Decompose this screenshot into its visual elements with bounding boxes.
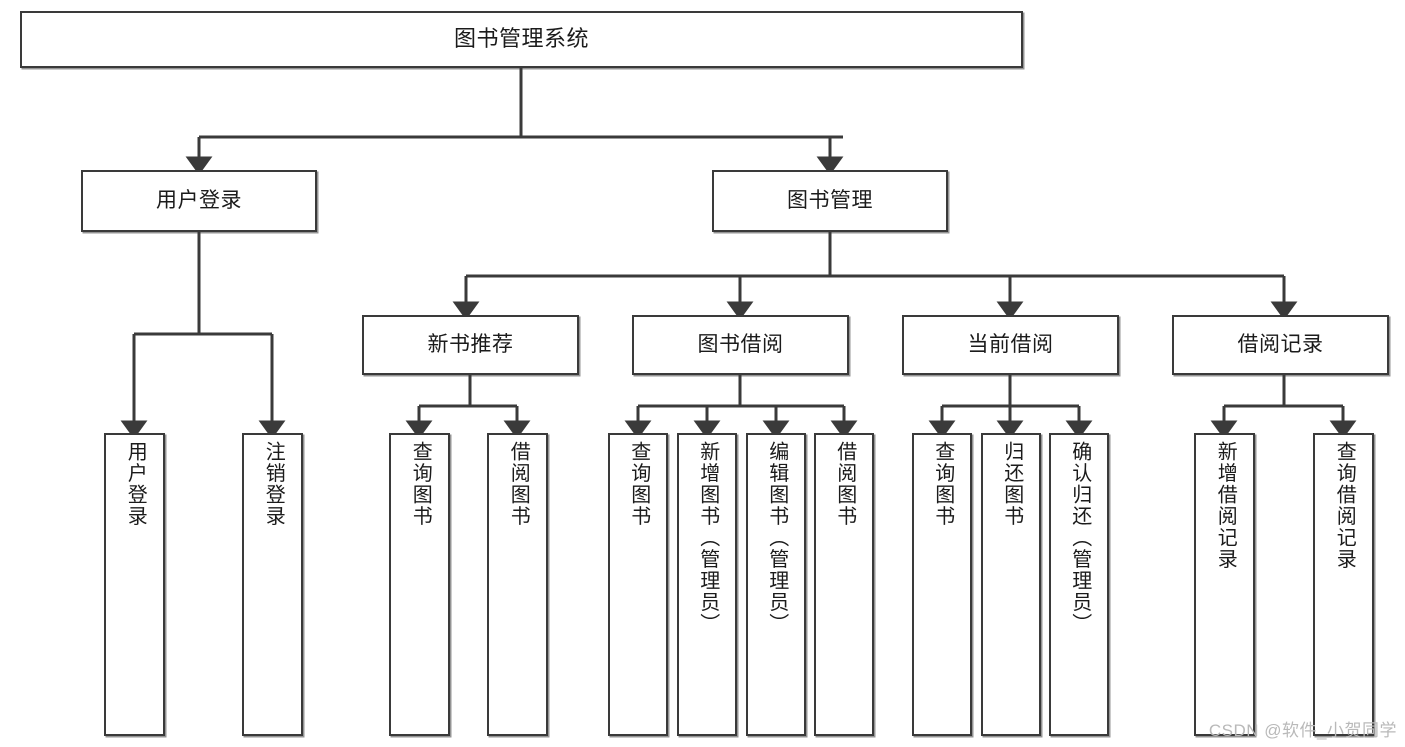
node-label: 新增图书（管理员）	[696, 441, 719, 635]
node-leaf-edit-book[interactable]: 编辑图书（管理员）	[746, 433, 806, 736]
node-label: 查询图书	[931, 441, 954, 527]
node-label: 当前借阅	[967, 333, 1054, 357]
node-label: 新书推荐	[427, 333, 514, 357]
node-leaf-borrow-book-2[interactable]: 借阅图书	[814, 433, 874, 736]
node-label: 用户登录	[124, 441, 147, 527]
node-label: 图书管理系统	[453, 26, 589, 52]
node-book-manage[interactable]: 图书管理	[712, 170, 948, 232]
node-borrow-record[interactable]: 借阅记录	[1172, 315, 1389, 375]
node-user-login[interactable]: 用户登录	[81, 170, 317, 232]
node-label: 查询图书	[627, 441, 650, 527]
node-leaf-logout-login[interactable]: 注销登录	[242, 433, 303, 736]
node-label: 借阅图书	[833, 441, 856, 527]
node-label: 图书借阅	[697, 333, 784, 357]
node-label: 借阅记录	[1237, 333, 1324, 357]
node-leaf-query-book-3[interactable]: 查询图书	[912, 433, 972, 736]
node-leaf-user-login[interactable]: 用户登录	[104, 433, 165, 736]
node-leaf-return-book[interactable]: 归还图书	[981, 433, 1041, 736]
node-leaf-add-book[interactable]: 新增图书（管理员）	[677, 433, 737, 736]
node-label: 用户登录	[156, 189, 242, 213]
node-new-book-recommend[interactable]: 新书推荐	[362, 315, 579, 375]
node-label: 归还图书	[1000, 441, 1023, 527]
node-label: 查询借阅记录	[1333, 441, 1356, 570]
node-label: 编辑图书（管理员）	[765, 441, 788, 635]
node-label: 新增借阅记录	[1214, 441, 1237, 570]
node-book-borrow[interactable]: 图书借阅	[632, 315, 849, 375]
node-leaf-query-book-2[interactable]: 查询图书	[608, 433, 668, 736]
node-label: 确认归还（管理员）	[1068, 441, 1091, 635]
node-label: 注销登录	[262, 441, 285, 527]
node-current-borrow[interactable]: 当前借阅	[902, 315, 1119, 375]
node-leaf-borrow-book-1[interactable]: 借阅图书	[487, 433, 548, 736]
node-leaf-add-record[interactable]: 新增借阅记录	[1194, 433, 1255, 736]
node-label: 图书管理	[787, 189, 873, 213]
node-leaf-query-record[interactable]: 查询借阅记录	[1313, 433, 1374, 736]
node-leaf-query-book-1[interactable]: 查询图书	[389, 433, 450, 736]
node-leaf-confirm-return[interactable]: 确认归还（管理员）	[1049, 433, 1109, 736]
node-label: 借阅图书	[507, 441, 530, 527]
node-root-system[interactable]: 图书管理系统	[20, 11, 1023, 68]
node-label: 查询图书	[409, 441, 432, 527]
